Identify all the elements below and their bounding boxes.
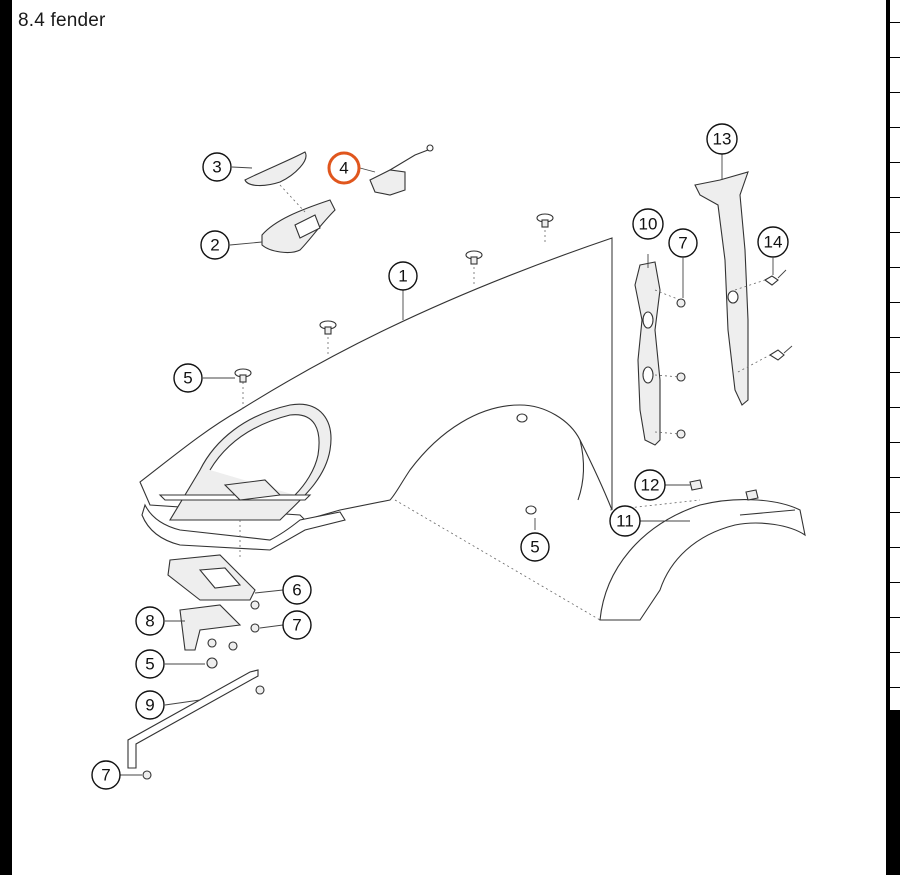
index-tick <box>890 127 900 128</box>
index-tick <box>890 197 900 198</box>
sensor-part-4[interactable] <box>369 144 434 196</box>
callout-3[interactable]: 3 <box>202 152 232 182</box>
index-tick <box>890 92 900 93</box>
clip-part-12[interactable] <box>689 479 759 501</box>
index-tick <box>890 22 900 23</box>
callout-11[interactable]: 11 <box>609 505 641 537</box>
svg-text:8: 8 <box>145 612 154 631</box>
clip-icon <box>465 250 483 265</box>
clip-icon <box>234 368 252 383</box>
fender-top-clips <box>234 213 554 515</box>
brace-part-9[interactable] <box>127 669 259 769</box>
svg-text:7: 7 <box>678 234 687 253</box>
callout-5-lower[interactable]: 5 <box>135 649 165 679</box>
callout-7-top[interactable]: 7 <box>668 228 698 258</box>
bracket-part-10[interactable] <box>634 261 661 446</box>
index-tick <box>890 337 900 338</box>
callout-5-left[interactable]: 5 <box>173 363 203 393</box>
svg-text:12: 12 <box>641 476 660 495</box>
index-tick <box>890 617 900 618</box>
svg-text:14: 14 <box>764 233 783 252</box>
bracket-part-2[interactable] <box>261 199 336 254</box>
svg-text:1: 1 <box>398 267 407 286</box>
index-tick <box>890 57 900 58</box>
index-tick <box>890 232 900 233</box>
liner-part-13[interactable] <box>694 171 749 406</box>
bracket-part-8[interactable] <box>179 604 242 651</box>
callout-7-mid[interactable]: 7 <box>282 610 312 640</box>
clip-icon <box>319 320 337 335</box>
index-tick <box>890 547 900 548</box>
svg-text:6: 6 <box>292 581 301 600</box>
callout-5-arch[interactable]: 5 <box>520 532 550 562</box>
svg-text:5: 5 <box>530 538 539 557</box>
index-tick <box>890 162 900 163</box>
callout-4-highlighted[interactable]: 4 <box>327 151 361 185</box>
index-tick <box>890 407 900 408</box>
svg-text:5: 5 <box>145 655 154 674</box>
index-tick <box>890 652 900 653</box>
clip-icon <box>536 213 554 228</box>
index-tick <box>890 477 900 478</box>
index-tick <box>890 267 900 268</box>
callout-6[interactable]: 6 <box>282 575 312 605</box>
index-tick <box>890 687 900 688</box>
leader-lines <box>120 154 774 776</box>
callout-13[interactable]: 13 <box>706 123 738 155</box>
svg-text:3: 3 <box>212 158 221 177</box>
callout-10[interactable]: 10 <box>632 208 664 240</box>
svg-text:7: 7 <box>292 616 301 635</box>
fender-inner-structure <box>141 403 346 551</box>
screw-part-14[interactable] <box>763 269 793 361</box>
index-tick <box>890 302 900 303</box>
fastener-icons <box>142 600 265 780</box>
callout-1[interactable]: 1 <box>388 261 418 291</box>
svg-text:11: 11 <box>616 512 634 531</box>
svg-text:9: 9 <box>145 696 154 715</box>
svg-text:7: 7 <box>101 766 110 785</box>
svg-text:13: 13 <box>713 130 732 149</box>
callout-9[interactable]: 9 <box>135 690 165 720</box>
callout-8[interactable]: 8 <box>135 606 165 636</box>
svg-text:5: 5 <box>183 369 192 388</box>
svg-text:2: 2 <box>210 236 219 255</box>
page-title: 8.4 fender <box>18 10 106 31</box>
callout-14[interactable]: 14 <box>757 226 789 258</box>
nut-icon <box>676 298 686 439</box>
arch-trim-part-11[interactable] <box>599 499 806 621</box>
index-tick <box>890 372 900 373</box>
index-tick <box>890 582 900 583</box>
gasket-part-3[interactable] <box>244 151 307 187</box>
svg-text:4: 4 <box>339 159 348 178</box>
side-index-strip <box>890 0 900 710</box>
clip-icon <box>516 413 537 515</box>
svg-text:10: 10 <box>639 215 658 234</box>
callout-12[interactable]: 12 <box>634 469 666 501</box>
index-tick <box>890 512 900 513</box>
index-tick <box>890 442 900 443</box>
callout-7-bottom[interactable]: 7 <box>91 760 121 790</box>
bracket-part-6[interactable] <box>167 554 256 601</box>
callout-2[interactable]: 2 <box>200 230 230 260</box>
